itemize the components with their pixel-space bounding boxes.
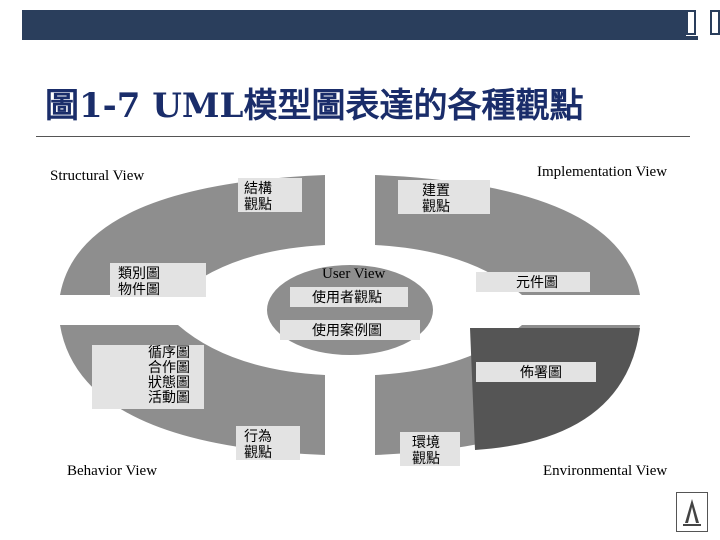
user-diagram-box bbox=[280, 320, 420, 340]
environmental-diagram-box bbox=[476, 362, 596, 382]
behavior-view-label: Behavior View bbox=[67, 463, 158, 479]
behavior-name-line1: 行為 bbox=[244, 429, 272, 445]
environmental-name-line1: 環境 bbox=[412, 435, 440, 451]
structural-diagram-line1: 類別圖 bbox=[118, 266, 160, 282]
structural-name-box bbox=[238, 178, 302, 212]
behavior-diagram-3: 狀態圖 bbox=[148, 375, 190, 391]
behavior-diagram-4: 活動圖 bbox=[148, 390, 190, 406]
structural-diagram-line2: 物件圖 bbox=[118, 282, 160, 298]
header-square-2 bbox=[710, 10, 720, 35]
implementation-diagram-box bbox=[476, 272, 590, 292]
environmental-name-box bbox=[400, 432, 460, 466]
behavior-name-line2: 觀點 bbox=[244, 445, 272, 461]
user-view-label: User View bbox=[322, 266, 386, 282]
environmental-name-line2: 觀點 bbox=[412, 451, 440, 467]
uml-views-diagram: 結構 觀點 類別圖 物件圖 建置 觀點 元件圖 使用者觀點 使用案例圖 循序圖 … bbox=[60, 175, 640, 467]
structural-diagram-box bbox=[110, 263, 206, 297]
implementation-name-box bbox=[398, 180, 490, 214]
slide-title: 圖1-7 UML模型圖表達的各種觀點 bbox=[45, 86, 584, 126]
structural-name-line2: 觀點 bbox=[244, 197, 272, 213]
user-name: 使用者觀點 bbox=[312, 289, 382, 306]
implementation-view-label: Implementation View bbox=[537, 164, 668, 180]
header-square-1 bbox=[686, 10, 696, 35]
user-name-box bbox=[290, 287, 408, 307]
implementation-name-line2: 觀點 bbox=[422, 199, 450, 215]
title-divider bbox=[36, 136, 690, 137]
publisher-logo bbox=[676, 492, 708, 532]
behavior-diagram-2: 合作圖 bbox=[148, 360, 190, 376]
behavior-diagram-1: 循序圖 bbox=[148, 345, 190, 361]
behavior-name-box bbox=[236, 426, 300, 460]
implementation-name-line1: 建置 bbox=[422, 183, 450, 199]
publisher-logo-icon bbox=[683, 499, 701, 526]
user-diagram: 使用案例圖 bbox=[312, 322, 382, 339]
header-band-bottom bbox=[22, 36, 698, 40]
behavior-diagrams-box bbox=[92, 345, 204, 409]
header-band bbox=[22, 10, 686, 40]
environmental-view-label: Environmental View bbox=[543, 463, 668, 479]
structural-view-label: Structural View bbox=[50, 168, 145, 184]
header-bar bbox=[22, 10, 720, 40]
environmental-shaded-area bbox=[470, 328, 640, 450]
environmental-diagram: 佈署圖 bbox=[520, 364, 562, 381]
structural-name-line1: 結構 bbox=[244, 181, 272, 197]
implementation-diagram: 元件圖 bbox=[516, 275, 558, 291]
